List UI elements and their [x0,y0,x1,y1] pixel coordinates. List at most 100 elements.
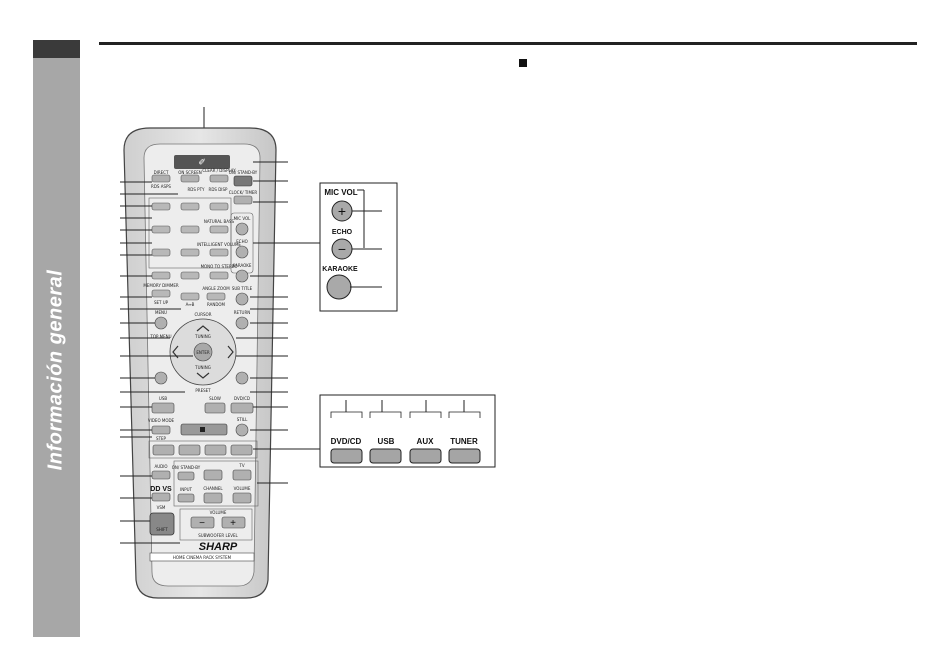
key-10[interactable] [151,271,171,280]
remote-aux-button[interactable] [204,444,227,456]
fast-forward-button[interactable] [235,371,249,385]
label-shift: SHIFT [156,527,168,532]
callout-minus-icon: − [338,241,346,257]
cursor-up-icon [196,325,210,332]
remote-dvd-cd-button[interactable] [152,444,175,456]
label-angle-zoom: ANGLE ZOOM [202,286,230,291]
label-preset: PRESET [195,388,211,393]
clear-display-button[interactable] [209,174,229,183]
direct-button[interactable] [151,174,171,183]
tv-input-button[interactable] [177,493,195,503]
remote-tuner-button[interactable] [230,444,253,456]
volume-up-button[interactable] [221,516,246,529]
audio-button[interactable] [151,470,171,480]
shift-button[interactable] [149,512,175,536]
karaoke-callout: MIC VOL + ECHO − KARAOKE [319,182,398,312]
key-2[interactable] [180,202,200,211]
rewind-button[interactable] [154,371,168,385]
main-volume: − + [179,508,253,541]
label-intelligent-volume: INTELLIGENT VOLUME [197,242,241,247]
label-tuning-up: TUNING [194,334,211,339]
model-caption: HOME CINEMA RACK SYSTEM [173,555,232,560]
callout-karaoke-button[interactable] [326,274,352,300]
on-screen-button[interactable] [180,174,200,183]
bullet-square-icon [519,59,527,67]
brand-symbol-icon: ✐ [198,158,206,168]
label-set-up: SET UP [154,300,169,305]
label-enter: ENTER [196,350,209,355]
mic-vol-up-button[interactable] [235,222,249,236]
still-button[interactable] [235,423,249,437]
label-on-screen: ON SCREEN [178,170,202,175]
callout-mic-vol-label: MIC VOL [324,188,357,197]
label-ab: A↔B [186,302,195,307]
label-random: RANDOM [207,302,226,307]
label-tuning-down: TUNING [194,365,211,370]
stop-icon [200,427,205,432]
label-dd-vs: DD VS [150,486,172,493]
remote-usb-button[interactable] [178,444,201,456]
label-tv: TV [238,463,244,468]
model-caption-frame [149,552,255,562]
ab-button[interactable] [180,292,200,301]
minus-icon: − [199,518,205,529]
key-1[interactable] [151,202,171,211]
mic-vol-down-button[interactable] [235,245,249,259]
label-tv-input: INPUT [180,487,193,492]
source-label-aux: AUX [417,437,435,446]
memory-dimmer-button[interactable] [151,289,171,298]
label-rds-disp: RDS DISP [209,187,228,192]
source-usb-button[interactable] [369,448,402,464]
key-4[interactable] [151,225,171,234]
karaoke-button[interactable] [235,269,249,283]
channel-down-button[interactable] [203,492,223,504]
section-side-tab: Información general [33,40,80,637]
slow-button[interactable] [204,402,226,414]
source-label-usb: USB [378,437,395,446]
random-button[interactable] [206,292,226,301]
usb-play-button[interactable] [151,402,175,414]
sub-title-button[interactable] [235,292,249,306]
remote-source-row [148,440,258,459]
menu-button[interactable] [154,316,168,330]
label-echo: ECHO [236,239,247,244]
video-mode-button[interactable] [151,425,171,435]
enter-button[interactable] [193,342,213,362]
return-button[interactable] [235,316,249,330]
label-video-mode: VIDEO MODE [148,418,175,423]
label-direct: DIRECT [154,170,169,175]
tv-volume-up-button[interactable] [232,469,252,481]
source-aux-button[interactable] [409,448,442,464]
label-rds-asps: RDS ASPS [151,184,171,189]
clock-timer-button[interactable] [233,195,253,205]
channel-up-button[interactable] [203,469,223,481]
key-3[interactable] [209,202,229,211]
label-step: STEP [156,436,167,441]
label-memory-dimmer: MEMORY DIMMER [143,283,179,288]
intelligent-volume-button[interactable] [209,248,229,257]
label-slow: SLOW [209,396,221,401]
header-rule [99,42,917,45]
source-tuner-button[interactable] [448,448,481,464]
key-7[interactable] [151,248,171,257]
on-standby-button[interactable] [233,175,253,187]
label-mono-to-stereo: MONO TO STEREO [201,264,238,269]
dd-vs-button[interactable] [151,492,171,502]
tv-volume-down-button[interactable] [232,492,252,504]
key-0[interactable] [180,271,200,280]
label-return: RETURN [234,310,250,315]
label-tv-on-standby: ON/ STAND-BY [172,465,201,470]
callout-echo-label: ECHO [332,229,353,236]
label-channel: CHANNEL [203,486,223,491]
volume-down-button[interactable] [190,516,215,529]
label-on-standby: ON/ STAND-BY [229,170,258,175]
transport-buttons [151,402,254,437]
key-5[interactable] [180,225,200,234]
dvd-cd-play-button[interactable] [230,402,254,414]
mono-to-stereo-button[interactable] [209,271,229,280]
natural-bass-button[interactable] [209,225,229,234]
key-8[interactable] [180,248,200,257]
label-volume: VOLUME [210,510,227,515]
source-dvd-cd-button[interactable] [330,448,363,464]
tv-on-standby-button[interactable] [177,471,195,481]
